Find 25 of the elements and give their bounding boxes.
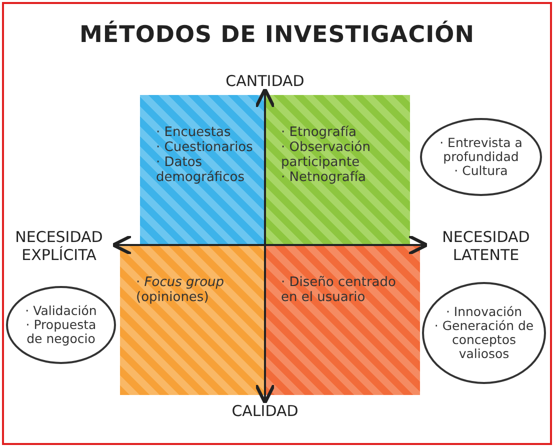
bullet-item: · Observación participante bbox=[281, 140, 372, 170]
axis-label: NECESIDAD LATENTE bbox=[426, 228, 546, 264]
quadrant-panel bbox=[265, 95, 410, 245]
quadrant-panel bbox=[265, 245, 420, 395]
bullet-item: · Generación de conceptos valiosos bbox=[434, 319, 534, 361]
bullet-item: · Cuestionarios bbox=[156, 140, 254, 155]
bullet-item: · Focus group (opiniones) bbox=[136, 275, 226, 305]
axis-label: CALIDAD bbox=[215, 402, 315, 420]
arrow bbox=[112, 234, 428, 256]
bullet-item: · Innovación bbox=[446, 305, 522, 319]
bullet-item: · Datos demográficos bbox=[156, 155, 246, 185]
bullet-item: · Validación bbox=[25, 304, 97, 318]
bullet-item: · Cultura bbox=[454, 164, 508, 178]
bullet-item: · Etnografía bbox=[281, 125, 358, 140]
quadrant-panel bbox=[120, 245, 265, 395]
bullet-item: · Encuestas bbox=[156, 125, 232, 140]
bullet-item: · Netnografía bbox=[281, 170, 367, 185]
bullet-item: · Propuesta de negocio bbox=[24, 318, 98, 346]
bullet-item: · Diseño centrado en el usuario bbox=[281, 275, 397, 305]
diagram-title: MÉTODOS DE INVESTIGACIÓN bbox=[78, 22, 476, 48]
arrow bbox=[254, 88, 276, 404]
axis-label: NECESIDAD EXPLÍCITA bbox=[4, 228, 114, 264]
bullet-item: · Entrevista a profundidad bbox=[438, 136, 524, 164]
quadrant-panel bbox=[140, 95, 265, 245]
axis-label: CANTIDAD bbox=[215, 72, 315, 90]
